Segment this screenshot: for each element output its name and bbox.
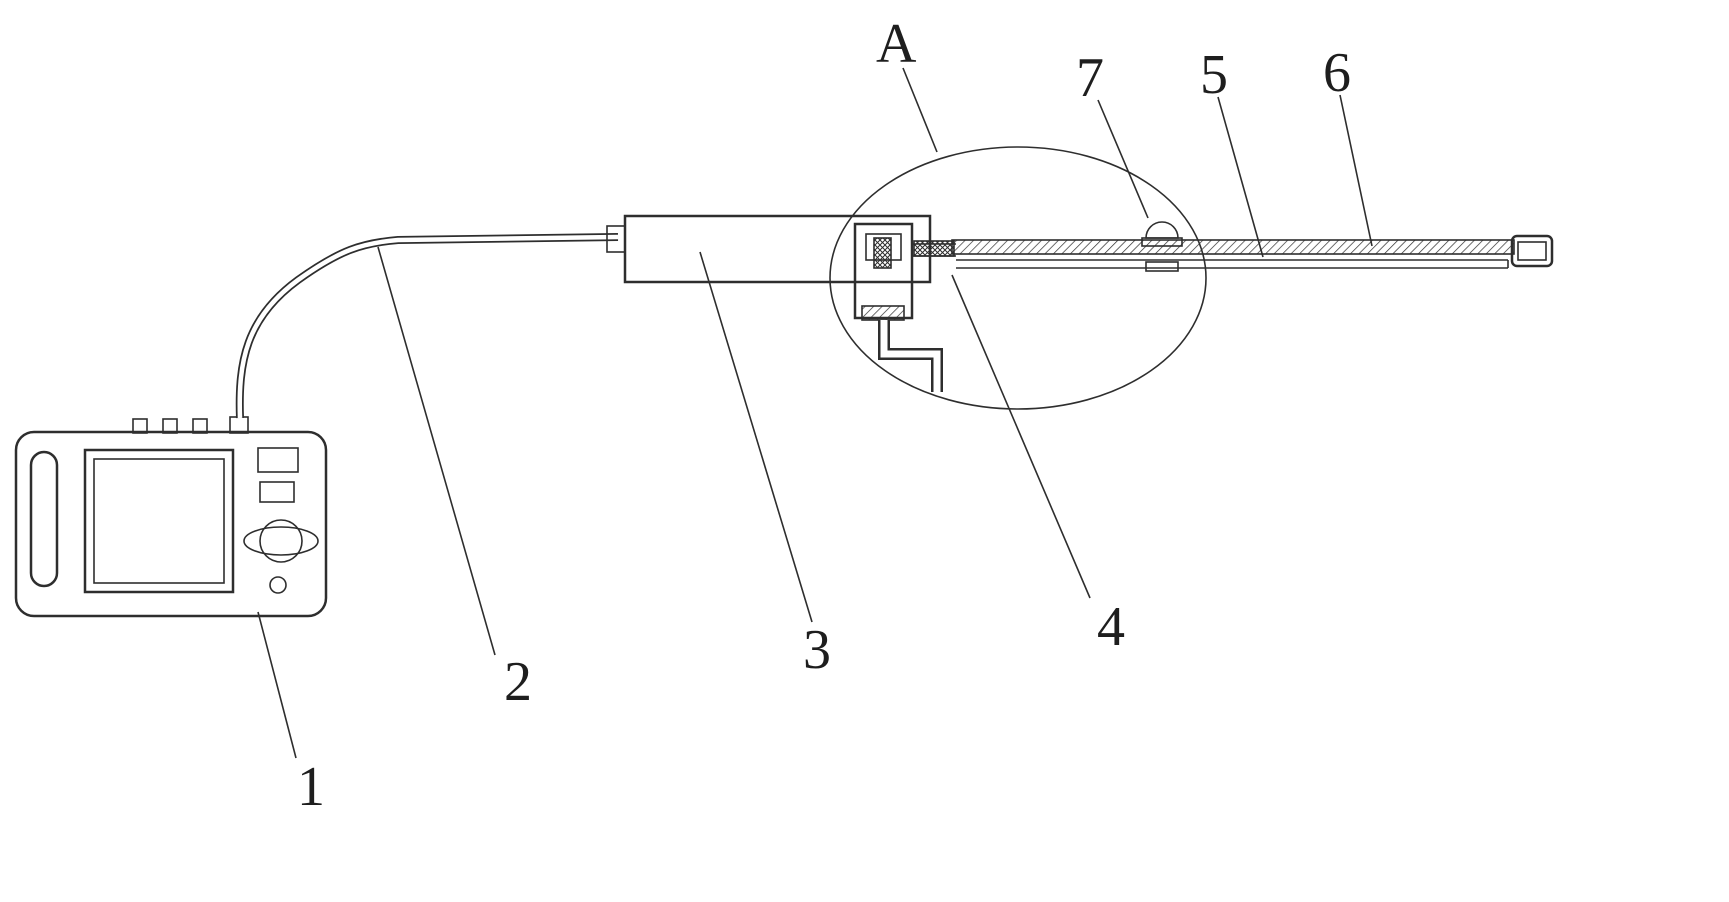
label-5: 5: [1200, 44, 1228, 106]
label-4: 4: [1097, 596, 1125, 658]
cable-outline: [235, 233, 619, 419]
cap-lower-ring: [1145, 261, 1179, 272]
tube-tip: [1510, 234, 1554, 268]
label-6: 6: [1323, 42, 1351, 104]
mechanism-pipe-core: [880, 320, 941, 392]
label-2: 2: [504, 651, 532, 713]
monitor-screen-inner: [93, 458, 225, 584]
top-pin-2: [162, 418, 178, 434]
monitor-grip-slot: [29, 450, 59, 588]
label-1: 1: [297, 756, 325, 818]
label-7: 7: [1076, 47, 1104, 109]
monitor-body: [14, 430, 328, 618]
cap-dome: [1145, 221, 1179, 239]
tube-cap: [1141, 221, 1183, 272]
tip-outer: [1510, 234, 1554, 268]
monitor-unit: [14, 416, 328, 618]
leader-4: [951, 274, 1091, 599]
leader-5: [1217, 96, 1264, 258]
mechanism-screw: [873, 237, 892, 269]
labels: A 7 5 6 3 4 2 1: [297, 13, 1351, 818]
leader-1: [257, 611, 297, 759]
label-A: A: [876, 13, 917, 75]
label-3: 3: [803, 619, 831, 681]
leader-6: [1339, 94, 1373, 247]
tube-hatched-band: [951, 239, 1515, 255]
cable-core: [237, 234, 619, 419]
monitor-screen-outer: [83, 448, 235, 594]
tip-inner: [1517, 241, 1547, 261]
mechanism-base-pad: [861, 305, 905, 321]
cable-port: [229, 416, 249, 434]
detail-circle: [829, 146, 1207, 410]
insertion-tube: [951, 239, 1515, 269]
mechanism: [853, 222, 956, 392]
top-pin-3: [192, 418, 208, 434]
cable: [235, 233, 619, 419]
leader-3: [699, 251, 813, 623]
power-button: [269, 576, 287, 594]
leader-lines: [257, 67, 1373, 759]
leader-7: [1097, 99, 1149, 219]
cap-base: [1141, 237, 1183, 247]
monitor-button-bottom: [259, 481, 295, 503]
leader-A: [902, 67, 938, 153]
top-pin-1: [132, 418, 148, 434]
leader-2: [377, 246, 496, 656]
dpad-ellipse: [243, 526, 319, 556]
dpad-circle: [259, 519, 303, 563]
monitor-button-top: [257, 447, 299, 473]
